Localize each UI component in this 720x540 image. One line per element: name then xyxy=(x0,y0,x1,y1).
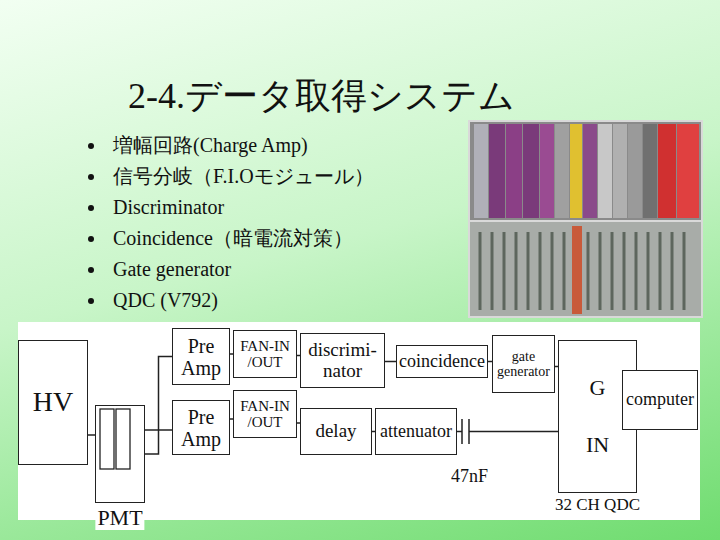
module xyxy=(523,124,539,218)
module-box: Pre Amp xyxy=(172,328,230,385)
pmt-tubes xyxy=(96,406,144,502)
node-label: attenuator xyxy=(380,422,452,442)
cable-bundle xyxy=(572,226,582,314)
capacitor-plate xyxy=(468,419,470,444)
node-label: coincidence xyxy=(399,352,485,372)
slide-title: 2-4.データ取得システム xyxy=(128,72,515,121)
node-caption: 32 CH QDC xyxy=(553,496,642,515)
node-label: FAN-IN /OUT xyxy=(237,398,293,431)
signal-wire xyxy=(457,431,558,433)
signal-wire xyxy=(145,357,172,455)
bullet-item: 増幅回路(Charge Amp) xyxy=(113,133,308,157)
module-box: Pre Amp xyxy=(172,400,230,455)
module-box: HV xyxy=(18,340,88,465)
module xyxy=(628,124,642,218)
crate-lower xyxy=(470,222,701,316)
bullet-item: QDC (V792) xyxy=(113,288,218,312)
module-box: attenuator xyxy=(375,408,457,455)
module-box: FAN-IN /OUT xyxy=(233,390,297,438)
node-label: discrimi- nator xyxy=(304,340,381,382)
module-box: delay xyxy=(300,408,372,455)
module xyxy=(677,124,699,218)
signal-wire xyxy=(385,361,396,363)
module xyxy=(555,124,569,218)
module-box: FAN-IN /OUT xyxy=(233,330,297,378)
node-label: gate generator xyxy=(496,349,551,380)
photo-frame xyxy=(468,120,703,318)
module xyxy=(489,124,505,218)
bullet-item: Coincidence（暗電流対策） xyxy=(113,226,353,250)
node-label: Pre Amp xyxy=(176,406,226,450)
module-box: computer xyxy=(622,370,698,430)
bullet-item: Discriminator xyxy=(113,195,224,219)
node-label: HV xyxy=(33,387,73,418)
diagram-panel xyxy=(18,322,700,520)
node-label: delay xyxy=(315,421,356,442)
module-box: discrimi- nator xyxy=(300,333,385,388)
node-label: G xyxy=(590,376,606,400)
bullet-dots xyxy=(88,143,94,304)
signal-wire xyxy=(145,429,172,431)
module xyxy=(570,124,582,218)
module xyxy=(613,124,627,218)
module xyxy=(598,124,612,218)
pmt-tube xyxy=(116,409,130,469)
module-box: coincidence xyxy=(396,345,488,378)
module xyxy=(474,124,488,218)
node-caption: PMT xyxy=(95,506,144,530)
module xyxy=(506,124,522,218)
bullet-item: 信号分岐（F.I.Oモジュール） xyxy=(113,164,374,188)
signal-wire xyxy=(88,434,95,436)
module xyxy=(540,124,554,218)
module xyxy=(658,124,676,218)
node-label: FAN-IN /OUT xyxy=(237,338,293,371)
capacitor-gap xyxy=(462,418,469,446)
capacitor-symbol xyxy=(462,418,469,446)
capacitor-value: 47nF xyxy=(451,466,488,488)
crate-upper xyxy=(470,122,701,220)
pmt-tube xyxy=(100,409,114,469)
bullet-item: Gate generator xyxy=(113,257,231,281)
node-label: IN xyxy=(586,433,609,457)
capacitor-plate xyxy=(461,419,463,444)
module-box: gate generator xyxy=(492,335,555,393)
module xyxy=(583,124,597,218)
node-label: computer xyxy=(626,390,694,410)
pmt-box: PMT xyxy=(95,405,145,503)
nim-modules xyxy=(474,124,699,218)
module xyxy=(643,124,657,218)
node-label: Pre Amp xyxy=(176,335,226,379)
